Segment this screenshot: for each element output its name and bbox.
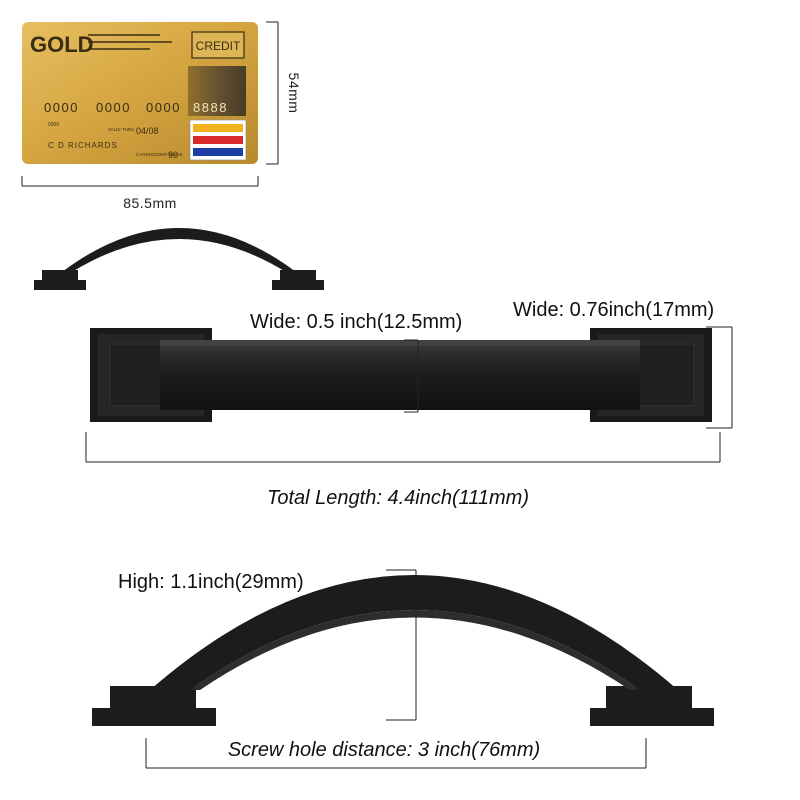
handle-side-view-small bbox=[34, 228, 324, 290]
credit-card: GOLD CREDIT 0000 0000 0000 8888 0000 VAL… bbox=[22, 22, 258, 164]
card-number: 0000 0000 0000 8888 bbox=[44, 100, 228, 115]
card-color-stripes bbox=[189, 119, 247, 161]
card-hologram bbox=[188, 66, 246, 116]
card-type-box bbox=[191, 31, 245, 59]
end-width-label: Wide: 0.76inch(17mm) bbox=[513, 299, 714, 321]
end-width-dimension bbox=[706, 326, 733, 429]
height-label: High: 1.1inch(29mm) bbox=[118, 571, 304, 593]
stripe-red bbox=[193, 136, 243, 144]
card-width-dimension bbox=[21, 176, 259, 187]
card-height-label: 54mm bbox=[286, 73, 302, 114]
card-width-label: 85.5mm bbox=[123, 195, 177, 211]
card-number-group-3: 0000 bbox=[146, 100, 181, 115]
screw-distance-dimension bbox=[145, 738, 647, 769]
card-brand-lines bbox=[88, 34, 172, 50]
screw-distance-label: Screw hole distance: 3 inch(76mm) bbox=[228, 739, 540, 761]
total-length-dimension bbox=[85, 432, 721, 463]
mid-width-label: Wide: 0.5 inch(12.5mm) bbox=[250, 311, 462, 333]
stripe-yellow bbox=[193, 124, 243, 132]
height-dimension bbox=[386, 569, 417, 721]
card-number-group-2: 0000 bbox=[96, 100, 131, 115]
card-number-group-1: 0000 bbox=[44, 100, 79, 115]
total-length-label: Total Length: 4.4inch(111mm) bbox=[267, 487, 529, 509]
card-small-number: 0000 bbox=[48, 122, 59, 128]
handle-side-view-large bbox=[92, 575, 714, 726]
card-valid-thru: 04/08 bbox=[136, 126, 159, 136]
card-valid-thru-label: VALID THRU bbox=[108, 127, 134, 132]
card-number-group-4: 8888 bbox=[193, 100, 228, 115]
card-height-dimension bbox=[266, 21, 279, 165]
mid-width-dimension bbox=[404, 339, 419, 413]
handle-top-view bbox=[90, 328, 712, 422]
card-holder-since-label: CARDHOLDER SINCE bbox=[136, 152, 183, 157]
card-type: CREDIT bbox=[196, 39, 241, 53]
card-holder-name: C D RICHARDS bbox=[48, 141, 118, 150]
card-holder-since: 90 bbox=[168, 150, 178, 160]
card-brand: GOLD bbox=[30, 32, 94, 57]
stripe-blue bbox=[193, 148, 243, 156]
